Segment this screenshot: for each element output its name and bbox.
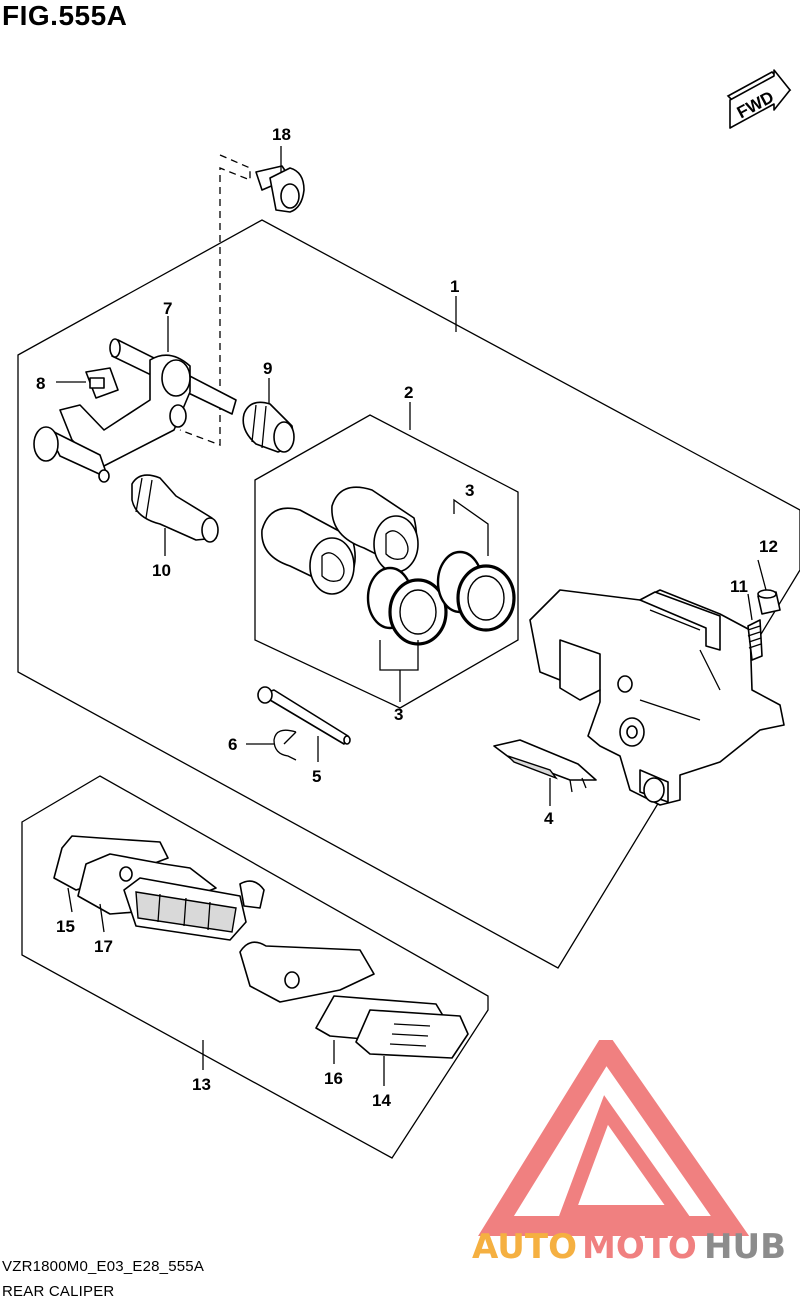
callout-17: 17: [94, 937, 113, 956]
bleeder-cap-12: [757, 589, 781, 615]
bleeder-valve-11: [747, 619, 763, 661]
watermark-text-hub: HUB: [704, 1227, 786, 1267]
callout-6: 6: [228, 735, 237, 754]
figure-name: REAR CALIPER: [2, 1283, 115, 1300]
callout-15: 15: [56, 917, 75, 936]
assembly-outline-caliper: [17, 219, 800, 969]
callout-4: 4: [544, 809, 554, 828]
seals-3: [366, 550, 516, 646]
callout-5: 5: [312, 767, 321, 786]
assembly-outline-piston-set: [254, 414, 519, 709]
callout-3-upper: 3: [465, 481, 474, 500]
callout-8: 8: [36, 374, 45, 393]
figure-code: VZR1800M0_E03_E28_555A: [2, 1258, 205, 1275]
boot-10: [131, 474, 219, 543]
callout-2: 2: [404, 383, 413, 402]
watermark-text-moto: MOTO: [582, 1227, 697, 1267]
assembly-outline-pad-set: [21, 775, 489, 1159]
bolt-18: [255, 165, 305, 213]
callout-10: 10: [152, 561, 171, 580]
callout-3-lower: 3: [394, 705, 403, 724]
leader-lines: [56, 146, 767, 1086]
watermark-text-auto: AUTO: [472, 1227, 577, 1267]
boot-9: [242, 401, 295, 453]
pistons-2: [261, 486, 419, 595]
watermark-logo: AUTO MOTO HUB: [472, 1040, 786, 1267]
watermark-triangle-icon: [478, 1040, 750, 1236]
callout-11: 11: [730, 577, 748, 596]
bolt-leader-dashed: [179, 154, 251, 446]
callout-16: 16: [324, 1069, 343, 1088]
fwd-arrow-badge: FWD: [726, 69, 792, 129]
callout-7: 7: [163, 299, 172, 318]
callout-13: 13: [192, 1075, 211, 1094]
callout-9: 9: [263, 359, 272, 378]
brake-pad-upper: [123, 877, 265, 941]
callout-12: 12: [759, 537, 778, 556]
pad-shim-14: [355, 1009, 469, 1059]
figure-title: FIG.555A: [2, 0, 128, 31]
caliper-body: [529, 589, 785, 806]
bracket-7: [33, 338, 237, 483]
pad-pin-5: [257, 686, 351, 745]
pin-clip-6: [273, 729, 297, 761]
callout-1: 1: [450, 277, 459, 296]
callout-14: 14: [372, 1091, 391, 1110]
clip-8: [85, 367, 119, 399]
callout-18: 18: [272, 125, 291, 144]
pad-spring-4: [493, 739, 597, 793]
